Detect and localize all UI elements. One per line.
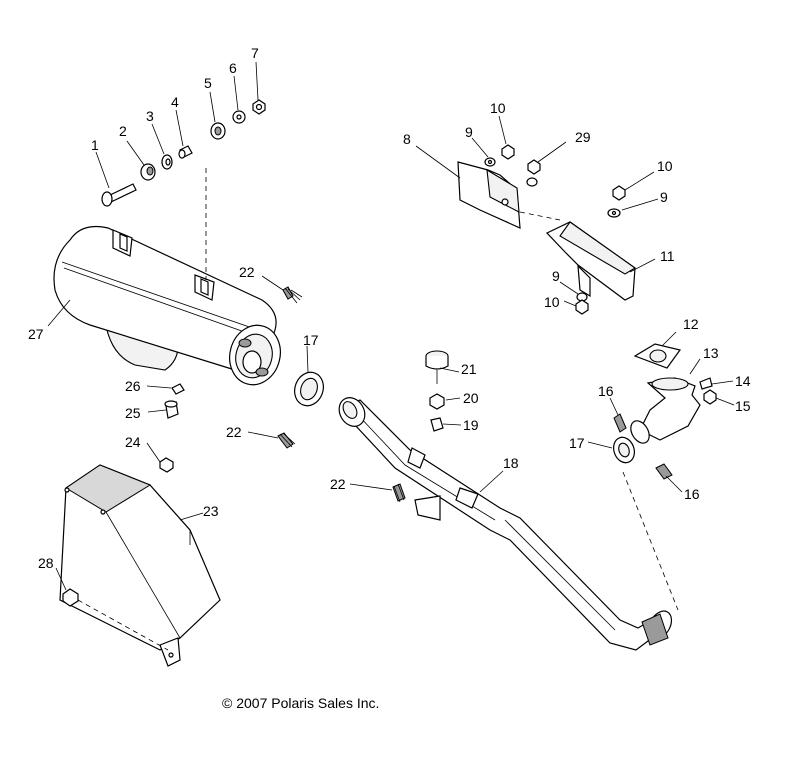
heat-shield — [59, 464, 221, 667]
callout-15: 15 — [735, 398, 751, 414]
assembly-line-head-pipe — [622, 471, 679, 611]
gasket-17-left — [294, 371, 324, 407]
callout-12: 12 — [683, 316, 699, 332]
gasket-17-right — [613, 436, 635, 464]
callout-16-lower: 16 — [684, 486, 700, 502]
washer-9-right — [607, 208, 621, 218]
callout-9-upper: 9 — [465, 124, 473, 140]
callout-3: 3 — [146, 108, 154, 124]
assembly-line-bracket — [519, 211, 561, 221]
bolt-1 — [101, 183, 137, 207]
washer-3 — [161, 154, 173, 170]
muffler — [53, 225, 281, 386]
callout-6: 6 — [229, 60, 237, 76]
washer-6 — [232, 110, 246, 124]
bushing-25 — [164, 400, 179, 419]
callout-28: 28 — [38, 555, 54, 571]
bolt-10-lower — [575, 299, 589, 315]
leader-lines — [47, 61, 735, 591]
spacer-4 — [178, 145, 193, 159]
bolt-10-right — [612, 185, 626, 201]
bolt-29 — [526, 159, 541, 187]
bolt-19 — [430, 417, 444, 432]
nut-15 — [703, 389, 717, 405]
spring-16-upper — [613, 413, 627, 433]
callout-27: 27 — [28, 326, 44, 342]
callout-14: 14 — [735, 373, 751, 389]
spring-22-middle — [277, 432, 296, 449]
callout-26: 26 — [125, 378, 141, 394]
callout-23: 23 — [203, 503, 219, 519]
callout-25: 25 — [125, 405, 141, 421]
callout-10-lower: 10 — [544, 294, 560, 310]
callout-9-right: 9 — [660, 189, 668, 205]
callout-22-upper: 22 — [239, 264, 255, 280]
callout-5: 5 — [204, 75, 212, 91]
bolt-10-upper — [501, 144, 515, 160]
plug-21 — [425, 350, 449, 384]
gasket-12 — [633, 343, 682, 369]
callout-11: 11 — [660, 248, 675, 264]
nut-20 — [429, 393, 445, 410]
bracket-8 — [457, 161, 521, 229]
callout-17-right: 17 — [569, 435, 585, 451]
copyright-text: © 2007 Polaris Sales Inc. — [222, 695, 379, 711]
spring-22-upper — [282, 286, 303, 304]
callout-8: 8 — [403, 131, 411, 147]
grommet-5 — [210, 122, 226, 140]
callout-17-left: 17 — [303, 332, 319, 348]
head-pipe — [338, 397, 673, 651]
callout-10-upper: 10 — [490, 100, 506, 116]
callout-9-lower: 9 — [552, 268, 560, 284]
nut-7 — [252, 99, 266, 115]
callout-13: 13 — [703, 345, 719, 361]
callout-7: 7 — [251, 45, 259, 61]
callout-18: 18 — [503, 455, 519, 471]
assembly-line-shield — [77, 599, 169, 651]
bolt-26 — [171, 383, 185, 395]
bolt-28 — [62, 588, 79, 607]
callout-20: 20 — [463, 390, 479, 406]
spring-22-lower — [392, 483, 406, 503]
elbow-13 — [630, 377, 701, 444]
spring-16-lower — [655, 463, 673, 480]
callout-24: 24 — [125, 434, 141, 450]
callout-22-middle: 22 — [226, 424, 242, 440]
callout-4: 4 — [171, 94, 179, 110]
grommet-2 — [140, 163, 156, 181]
callout-29: 29 — [575, 129, 591, 145]
callout-1: 1 — [91, 137, 99, 153]
bracket-11 — [545, 221, 637, 301]
callout-2: 2 — [119, 123, 127, 139]
callout-21: 21 — [461, 361, 477, 377]
callout-numbers: 1 2 3 4 5 6 7 8 9 9 9 10 10 10 11 12 13 … — [28, 45, 751, 571]
washer-9-upper — [484, 157, 496, 167]
callout-16-upper: 16 — [598, 383, 614, 399]
callout-10-right: 10 — [657, 158, 673, 174]
bolt-24 — [159, 457, 174, 473]
bolt-14 — [699, 377, 713, 390]
callout-19: 19 — [463, 417, 479, 433]
callout-22-lower: 22 — [330, 476, 346, 492]
